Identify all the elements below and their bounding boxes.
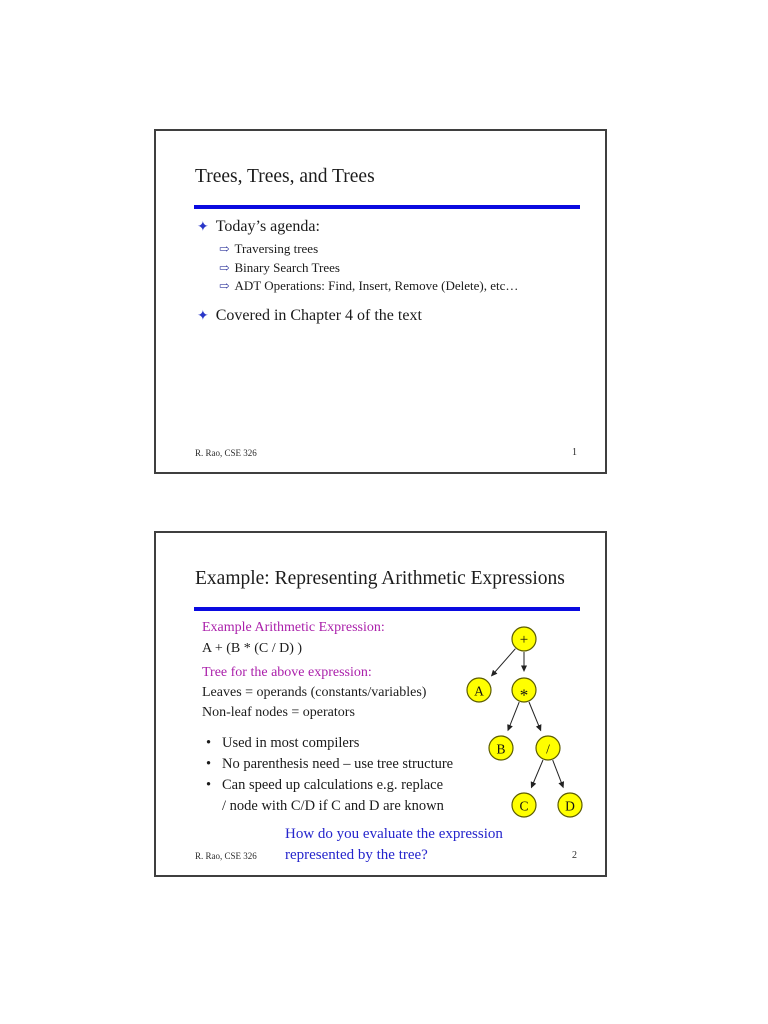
title-underline-rule — [194, 205, 580, 209]
slide-1-footer-author: R. Rao, CSE 326 — [195, 448, 257, 458]
notes-bullet-label: Can speed up calculations e.g. replace — [222, 777, 444, 793]
expression-text: A + (B * (C / D) ) — [202, 641, 303, 656]
arrow-bullet-icon: ⇨ — [219, 260, 230, 275]
tree-node-label-plus: + — [520, 632, 528, 648]
slide-1-page-number: 1 — [572, 447, 577, 458]
slide-2-page-number: 2 — [572, 850, 577, 861]
notes-bullet-label: / node with C/D if C and D are known — [222, 798, 444, 814]
agenda-heading-label: Today’s agenda: — [215, 218, 320, 235]
question-line-1: How do you evaluate the expression — [285, 826, 503, 842]
tree-node-label-B: B — [496, 742, 505, 757]
tree-node-label-D: D — [565, 799, 575, 814]
agenda-item: ⇨ Binary Search Trees — [219, 259, 518, 278]
question-text: How do you evaluate the expression repre… — [285, 824, 503, 865]
agenda-item: ⇨ ADT Operations: Find, Insert, Remove (D… — [219, 277, 518, 296]
tree-edge-div-D — [552, 759, 565, 789]
slide-1: Trees, Trees, and Trees ✦ Today’s agenda:… — [154, 129, 607, 474]
leaves-line: Leaves = operands (constants/variables) — [202, 685, 427, 700]
dot-bullet-icon: • — [206, 735, 212, 751]
notes-bullet-item: • No parenthesis need – use tree structur… — [206, 754, 453, 775]
question-line-2: represented by the tree? — [285, 846, 428, 863]
tree-edge-times-B — [507, 701, 520, 732]
arrow-bullet-icon: ⇨ — [219, 279, 230, 294]
tree-node-label-A: A — [474, 684, 484, 699]
notes-bullet-label: Used in most compilers — [222, 735, 360, 751]
tree-node-label-times: * — [520, 686, 529, 705]
notes-bullet-label: No parenthesis need – use tree structure — [222, 756, 454, 772]
notes-bullet-item: • Can speed up calculations e.g. replace — [206, 775, 453, 796]
tree-node-B — [488, 735, 514, 761]
notes-bullet-item: / node with C/D if C and D are known — [206, 796, 453, 817]
agenda-item-label: Traversing trees — [234, 241, 319, 256]
tree-node-div — [535, 735, 561, 761]
agenda-list: ⇨ Traversing trees ⇨ Binary Search Trees ⇨ AD… — [219, 240, 518, 296]
slide-2: Example: Representing Arithmetic Express… — [154, 531, 607, 877]
agenda-item-label: ADT Operations: Find, Insert, Remove (De… — [234, 278, 519, 294]
slide-2-footer-author: R. Rao, CSE 326 — [195, 851, 257, 861]
notes-bullet-item: • Used in most compilers — [206, 733, 453, 754]
covered-note-label: Covered in Chapter 4 of the text — [215, 307, 422, 324]
covered-note-row: ✦ Covered in Chapter 4 of the text — [197, 306, 422, 327]
tree-edge-plus-A — [490, 648, 516, 677]
diamond-bullet-icon: ✦ — [197, 309, 209, 324]
diamond-bullet-icon: ✦ — [197, 220, 209, 235]
tree-node-times — [511, 677, 537, 703]
nonleaf-line: Non-leaf nodes = operators — [202, 705, 355, 720]
tree-node-label-div: / — [546, 742, 550, 757]
tree-node-plus — [511, 626, 537, 652]
tree-node-C — [511, 792, 537, 818]
slide-2-title: Example: Representing Arithmetic Express… — [195, 568, 565, 589]
agenda-item: ⇨ Traversing trees — [219, 240, 518, 259]
dot-bullet-icon — [206, 796, 222, 817]
dot-bullet-icon: • — [206, 756, 212, 772]
tree-label: Tree for the above expression: — [202, 665, 372, 680]
tree-node-A — [466, 677, 492, 703]
dot-bullet-icon: • — [206, 777, 212, 793]
title-underline-rule — [194, 607, 580, 611]
tree-edge-div-C — [530, 759, 544, 789]
agenda-item-label: Binary Search Trees — [234, 259, 340, 275]
tree-edge-times-div — [528, 701, 542, 732]
expression-label: Example Arithmetic Expression: — [202, 620, 385, 635]
tree-node-D — [557, 792, 583, 818]
arrow-bullet-icon: ⇨ — [219, 242, 230, 256]
slide-1-title: Trees, Trees, and Trees — [195, 166, 375, 187]
notes-bullet-list: • Used in most compilers • No parenthesis n… — [206, 733, 453, 817]
tree-node-label-C: C — [519, 799, 528, 814]
agenda-heading-row: ✦ Today’s agenda: — [197, 217, 320, 238]
